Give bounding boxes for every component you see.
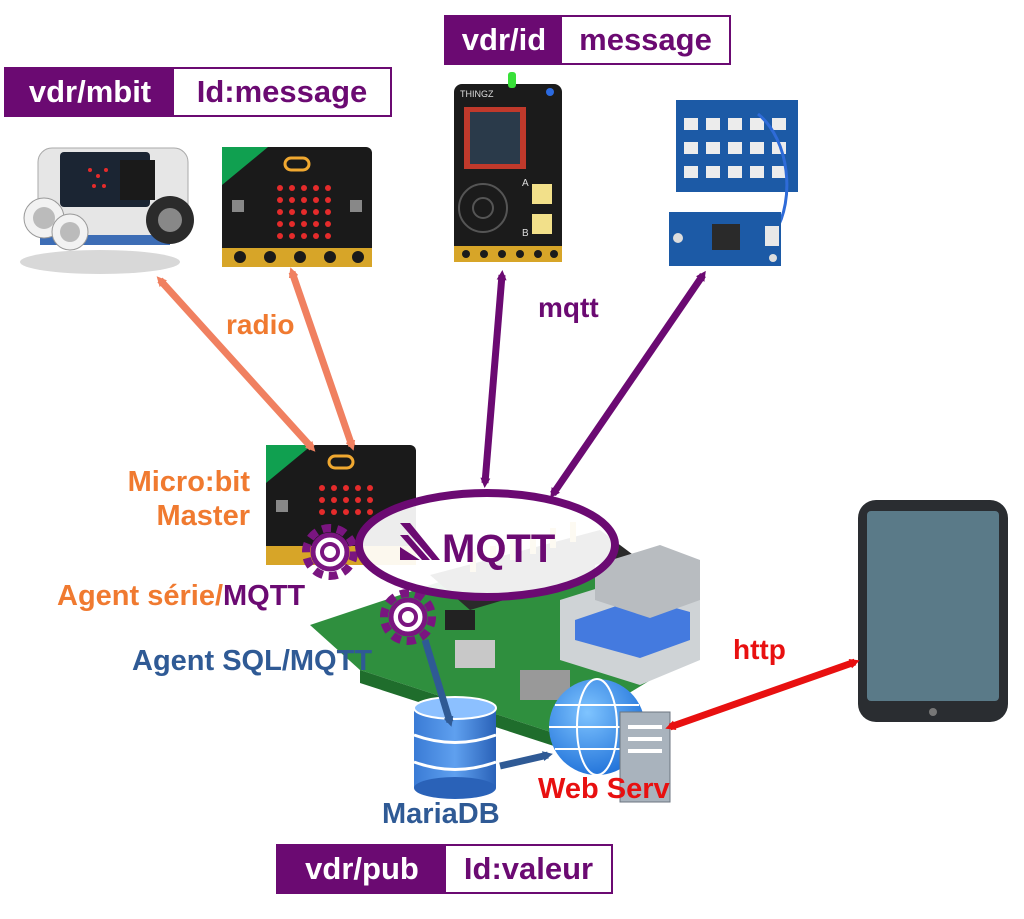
web-server-icon <box>549 678 671 803</box>
mqtt-arrow-grove <box>550 270 706 499</box>
mariadb-label: MariaDB <box>382 798 500 830</box>
microbit-board-top <box>222 147 372 267</box>
sql-agent-to-db-arrow <box>421 638 454 727</box>
topic-value: message <box>562 17 729 63</box>
agent-serie-prefix: Agent série/ <box>57 580 223 612</box>
topic-box-vdr-pub: vdr/pub Id:valeur <box>276 844 613 894</box>
database-icon <box>413 696 497 799</box>
thingz-brand-text: THINGZ <box>460 89 494 99</box>
db-to-webserver-arrow <box>499 751 553 770</box>
topic-key: vdr/id <box>446 17 562 63</box>
grove-shield-sensor <box>669 100 798 266</box>
agent-serie-mqtt-label: Agent série/MQTT <box>57 580 305 613</box>
thingz-button-a-label: A <box>522 178 529 189</box>
radio-arrow-car <box>156 276 316 452</box>
radio-label: radio <box>226 309 295 340</box>
http-arrow <box>665 658 860 731</box>
microbit-robot-car <box>20 147 194 274</box>
radio-arrow-microbit <box>288 267 356 451</box>
topic-key: vdr/pub <box>278 846 446 892</box>
tablet-icon <box>858 500 1008 722</box>
mqtt-link-label: mqtt <box>538 292 599 323</box>
gear-icon-agent-serie <box>302 524 358 580</box>
topic-key: vdr/mbit <box>6 69 174 115</box>
mqtt-arrow-thingz <box>480 270 507 488</box>
mqtt-logo-icon <box>400 523 440 560</box>
microbit-master-line-2: Master <box>156 500 251 532</box>
topic-value: Id:message <box>174 69 390 115</box>
microbit-master-line-1: Micro:bit <box>127 466 250 498</box>
topic-box-vdr-id: vdr/id message <box>444 15 731 65</box>
web-server-label: Web Serv <box>538 773 670 805</box>
microbit-master-label: Micro:bit Master <box>100 465 250 533</box>
agent-sql-mqtt-label: Agent SQL/MQTT <box>132 645 373 677</box>
mqtt-logo-text: MQTT <box>442 527 555 571</box>
topic-value: Id:valeur <box>446 846 611 892</box>
http-label: http <box>733 634 786 665</box>
gear-icon-agent-sql <box>380 589 436 645</box>
thingz-board: THINGZ A B <box>454 72 562 262</box>
mqtt-broker: MQTT <box>355 489 619 601</box>
topic-box-vdr-mbit: vdr/mbit Id:message <box>4 67 392 117</box>
agent-serie-suffix: MQTT <box>223 580 306 612</box>
thingz-button-b-label: B <box>522 228 529 239</box>
